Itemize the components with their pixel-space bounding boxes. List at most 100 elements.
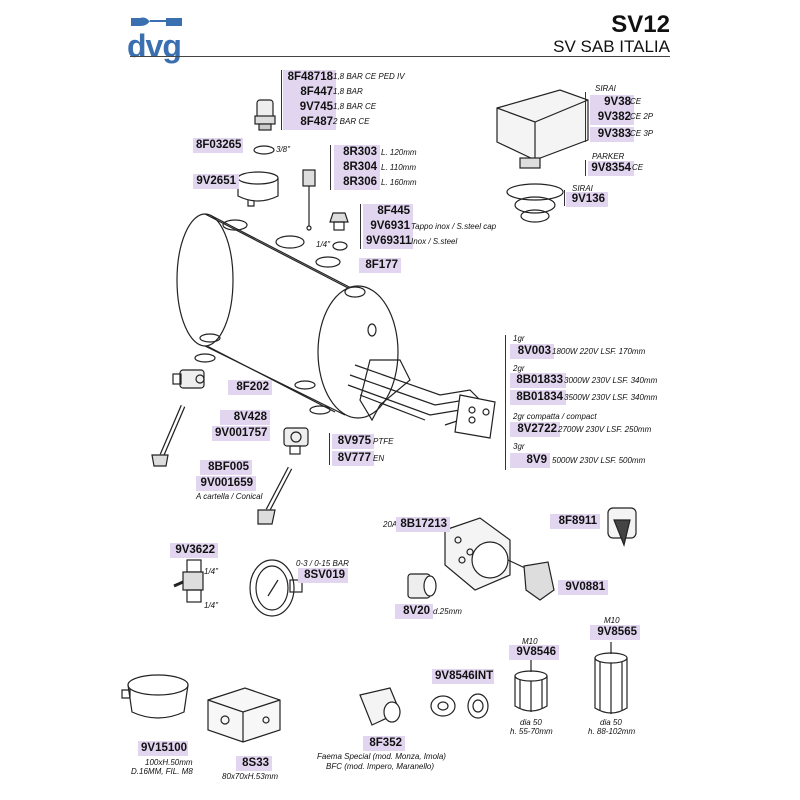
part-code-9v6931[interactable]: 9V6931 <box>363 219 413 234</box>
part-code-8r303[interactable]: 8R303 <box>334 145 380 160</box>
group-header-sirai-2: SIRAI <box>572 184 593 193</box>
part-code-8f03265[interactable]: 8F03265 <box>193 138 243 153</box>
part-note: 3/8" <box>276 145 290 154</box>
part-code-9v38[interactable]: 9V38 <box>590 95 634 110</box>
part-note: PTFE <box>373 437 394 446</box>
bracket-line <box>585 92 586 142</box>
part-code-8v20[interactable]: 8V20 <box>395 604 433 619</box>
cup-9v15100-drawing <box>121 674 189 719</box>
part-code-9v8546int[interactable]: 9V8546INT <box>432 669 494 684</box>
part-note: CE <box>630 97 642 106</box>
part-code-9v0881[interactable]: 9V0881 <box>558 580 608 595</box>
part-code-9v745[interactable]: 9V745 <box>283 100 336 115</box>
part-code-8v428[interactable]: 8V428 <box>220 410 270 425</box>
part-code-8b01833[interactable]: 8B01833 <box>510 373 566 388</box>
bracket-line <box>564 190 565 206</box>
part-code-9v8546[interactable]: 9V8546 <box>509 645 559 660</box>
part-code-8v777[interactable]: 8V777 <box>332 451 374 466</box>
level-tube-right-drawing <box>257 466 293 525</box>
part-code-8f447[interactable]: 8F447 <box>283 85 336 100</box>
part-note: 0-3 / 0-15 BAR <box>296 559 349 568</box>
part-code-8s33[interactable]: 8S33 <box>236 756 272 771</box>
page-subtitle: SV SAB ITALIA <box>553 37 670 56</box>
part-note: 2700W 230V LSF. 250mm <box>558 425 652 434</box>
bracket-line <box>330 145 331 190</box>
rotary-switch-drawing <box>444 517 526 591</box>
part-code-9v3622[interactable]: 9V3622 <box>170 543 218 558</box>
heater-header-1gr: 1gr <box>513 334 525 343</box>
part-code-9v69311[interactable]: 9V69311 <box>363 234 413 249</box>
part-code-8r306[interactable]: 8R306 <box>334 175 380 190</box>
part-note: L. 160mm <box>381 178 417 187</box>
part-code-8f487[interactable]: 8F487 <box>283 115 336 130</box>
part-code-9v15100[interactable]: 9V15100 <box>138 741 188 756</box>
part-code-8v975[interactable]: 8V975 <box>332 434 374 449</box>
heater-header-3gr: 3gr <box>513 442 525 451</box>
connector-drawing <box>359 687 401 726</box>
part-code-8bf005[interactable]: 8BF005 <box>200 460 252 475</box>
level-tube-left-drawing <box>151 405 186 467</box>
part-code-8f177[interactable]: 8F177 <box>359 258 401 273</box>
pressostat-drawing <box>496 89 589 169</box>
part-code-8f352[interactable]: 8F352 <box>363 736 405 751</box>
part-note: D.16MM, FIL. M8 <box>131 767 193 776</box>
heater-header-2gr: 2gr <box>513 364 525 373</box>
part-note: dia 50 <box>520 718 542 727</box>
part-code-8v9[interactable]: 8V9 <box>510 453 550 468</box>
part-code-9v8565[interactable]: 9V8565 <box>590 625 640 640</box>
filter-short-drawing <box>514 660 548 712</box>
part-code-8f8911[interactable]: 8F8911 <box>550 514 600 529</box>
part-note: h. 88-102mm <box>588 727 636 736</box>
part-note: 1/4" <box>204 601 218 610</box>
part-code-8v2722[interactable]: 8V2722 <box>510 422 560 437</box>
part-code-9v001757[interactable]: 9V001757 <box>212 426 270 441</box>
part-note: 5000W 230V LSF. 500mm <box>552 456 646 465</box>
part-note: 1,8 BAR CE PED IV <box>333 72 405 81</box>
part-note: M10 <box>604 616 620 625</box>
part-note: BFC (mod. Impero, Maranello) <box>326 762 435 771</box>
header-divider <box>130 56 670 57</box>
part-code-9v2651[interactable]: 9V2651 <box>193 174 239 189</box>
part-note: Tappo inox / S.steel cap <box>411 222 497 231</box>
tap-lower-drawing <box>283 427 309 455</box>
group-header-parker: PARKER <box>592 152 625 161</box>
part-note: 1,8 BAR <box>333 87 363 96</box>
box-8s33-drawing <box>207 687 281 743</box>
part-note: 1,8 BAR CE <box>333 102 377 111</box>
part-note: EN <box>373 454 385 463</box>
part-note: 80x70xH.53mm <box>222 772 279 781</box>
part-note: h. 55-70mm <box>510 727 553 736</box>
part-note: Inox / S.steel <box>411 237 458 246</box>
part-code-8f202[interactable]: 8F202 <box>228 380 272 395</box>
part-note: L. 120mm <box>381 148 417 157</box>
part-code-8f445[interactable]: 8F445 <box>363 204 413 219</box>
bracket-line <box>585 160 586 176</box>
part-code-9v8354[interactable]: 9V8354 <box>588 161 634 176</box>
part-code-8v003[interactable]: 8V003 <box>510 344 554 359</box>
lamp-drawing <box>407 573 437 599</box>
gasket-ring-drawing <box>253 145 275 155</box>
knob-9v0881-drawing <box>523 561 555 601</box>
part-code-9v382[interactable]: 9V382 <box>590 110 634 125</box>
part-note: 3500W 230V LSF. 340mm <box>564 393 658 402</box>
part-code-9v136[interactable]: 9V136 <box>566 192 608 207</box>
filter-tall-drawing <box>594 642 628 714</box>
part-code-9v001659[interactable]: 9V001659 <box>196 476 256 491</box>
part-note: 100xH.50mm <box>145 758 193 767</box>
part-code-9v383[interactable]: 9V383 <box>590 127 634 142</box>
bracket-line <box>360 204 361 249</box>
part-code-8f48718[interactable]: 8F48718 <box>283 70 336 85</box>
part-code-8r304[interactable]: 8R304 <box>334 160 380 175</box>
part-code-8sv019[interactable]: 8SV019 <box>298 568 348 583</box>
fitting-ring-drawing <box>332 241 348 251</box>
part-note: 20A <box>383 520 398 529</box>
part-note: L. 110mm <box>381 163 416 172</box>
group-header-sirai: SIRAI <box>595 84 616 93</box>
part-note: 1/4" <box>316 240 330 249</box>
part-code-8b01834[interactable]: 8B01834 <box>510 390 566 405</box>
heater-header-compact: 2gr compatta / compact <box>513 412 597 421</box>
bracket-line <box>281 70 282 130</box>
part-code-8b17213[interactable]: 8B17213 <box>396 517 450 532</box>
part-note: CE 2P <box>630 112 654 121</box>
